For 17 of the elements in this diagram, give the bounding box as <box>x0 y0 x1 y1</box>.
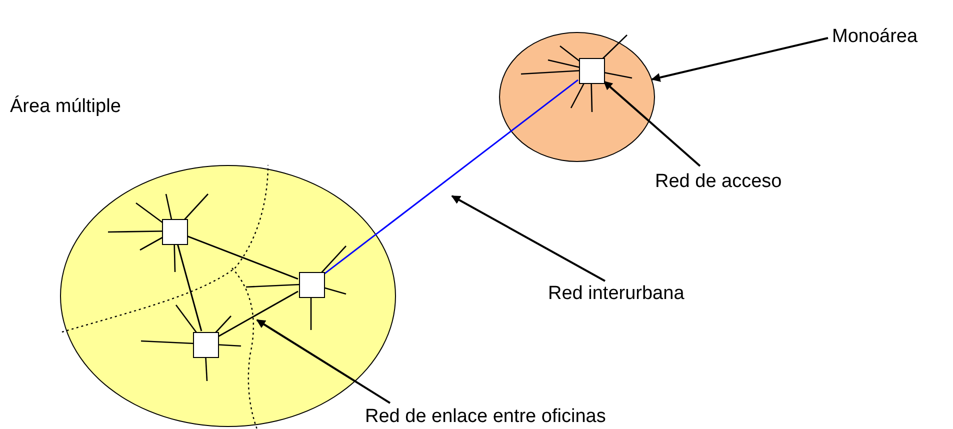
area-label: Área múltiple <box>10 96 121 118</box>
link-line <box>324 79 578 275</box>
link-line <box>218 290 298 338</box>
switch-node <box>299 272 325 298</box>
callout-label: Red de enlace entre oficinas <box>365 406 606 428</box>
leader-arrow <box>603 80 701 167</box>
switch-node <box>162 219 188 245</box>
callout-label: Red interurbana <box>548 283 684 305</box>
leader-arrow <box>256 319 391 404</box>
link-line <box>186 235 298 280</box>
link-line <box>176 244 202 332</box>
callout-label: Monoárea <box>832 26 918 48</box>
switch-node <box>193 332 219 358</box>
leader-arrow <box>451 195 606 282</box>
leader-arrow <box>651 37 828 82</box>
switch-node <box>579 58 605 84</box>
callout-label: Red de acceso <box>655 171 782 193</box>
